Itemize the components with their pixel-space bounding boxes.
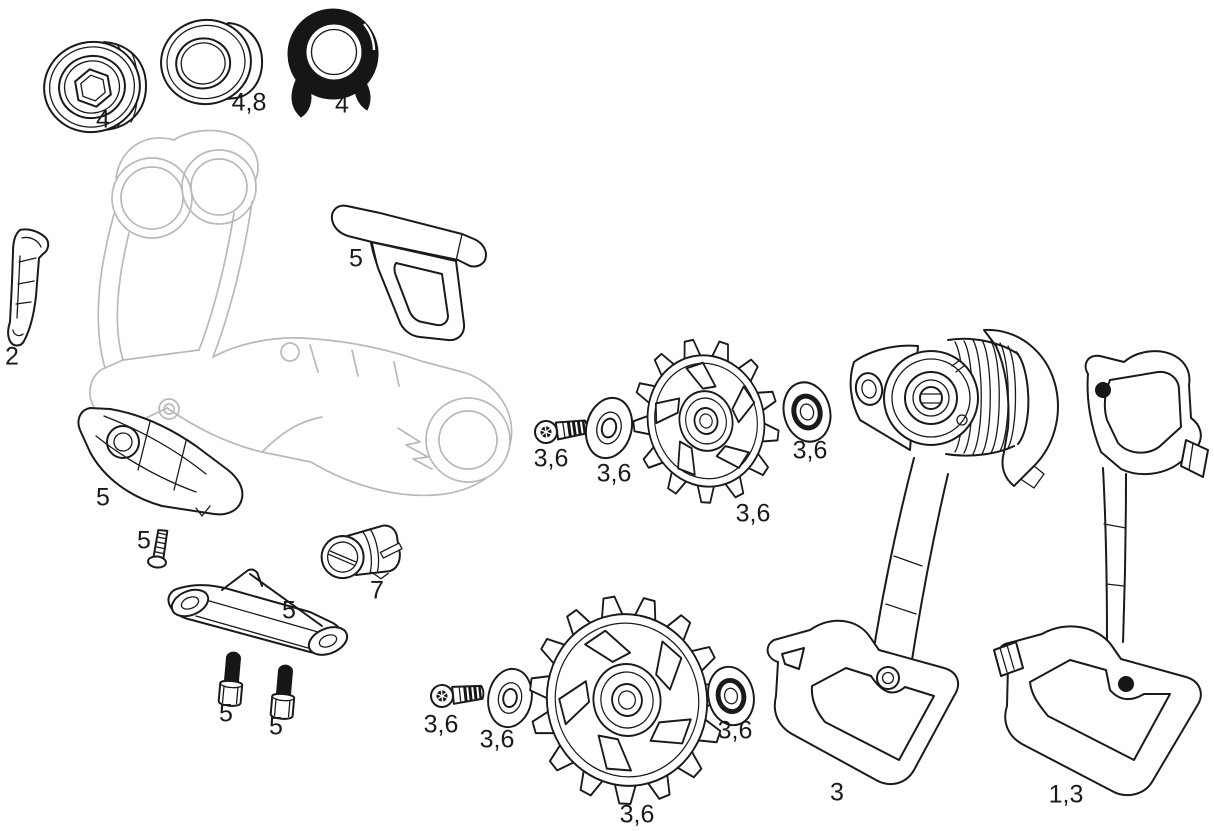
part-upper-pulley <box>631 337 781 505</box>
callout-lower-pulley: 3,6 <box>619 800 655 829</box>
callout-skid-plate-screw: 5 <box>137 526 151 555</box>
part-bracket-bolt-2 <box>269 663 298 721</box>
part-inner-cage <box>766 328 1059 786</box>
callout-cover-top: 5 <box>349 244 363 273</box>
part-bracket-bolt-1 <box>217 650 246 708</box>
callout-battery-latch: 2 <box>5 342 19 371</box>
callout-bracket-bolt-2: 5 <box>269 712 283 741</box>
callout-upper-pulley-bearing: 3,6 <box>792 436 828 465</box>
callout-lower-pulley-screw: 3,6 <box>423 710 459 739</box>
part-upper-pulley-screw <box>532 414 590 446</box>
callout-skid-plate: 5 <box>96 483 110 512</box>
part-battery-latch <box>7 228 50 347</box>
callout-cover-cap: 4 <box>335 90 349 119</box>
part-bash-bracket <box>167 568 349 656</box>
callout-lower-pulley-bearing: 3,6 <box>717 716 753 745</box>
callout-lower-pulley-washer: 3,6 <box>479 725 515 754</box>
part-bushing <box>160 18 264 106</box>
part-b-bolt <box>43 40 147 134</box>
derailleur-body-ghost <box>89 129 513 497</box>
callout-inner-cage: 3 <box>830 778 844 807</box>
part-barrel-adjuster <box>320 524 403 580</box>
callout-upper-pulley: 3,6 <box>735 499 771 528</box>
part-upper-pulley-washer <box>578 391 640 465</box>
part-lower-pulley <box>528 594 726 806</box>
part-lower-pulley-washer <box>482 664 538 732</box>
callout-bash-bracket: 5 <box>282 596 296 625</box>
part-cover-cap <box>287 8 379 118</box>
callout-upper-pulley-washer: 3,6 <box>596 459 632 488</box>
part-cover-top <box>330 204 487 342</box>
part-lower-pulley-screw <box>428 679 486 710</box>
part-skid-plate <box>77 407 244 517</box>
callout-upper-pulley-screw: 3,6 <box>533 444 569 473</box>
part-outer-cage-plate <box>993 350 1209 797</box>
callout-outer-cage-plate: 1,3 <box>1048 780 1084 809</box>
callout-bracket-bolt-1: 5 <box>219 699 233 728</box>
callout-b-bolt: 4 <box>96 105 110 134</box>
callout-bushing: 4,8 <box>231 88 267 117</box>
callout-barrel-adjuster: 7 <box>370 576 384 605</box>
